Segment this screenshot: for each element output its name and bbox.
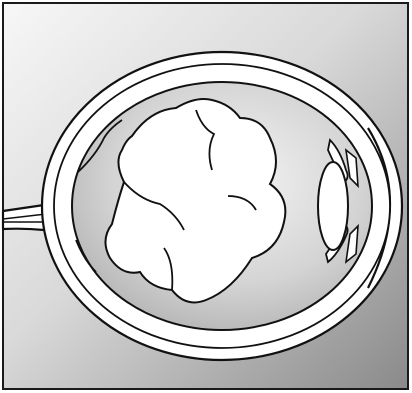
lens (318, 162, 348, 250)
